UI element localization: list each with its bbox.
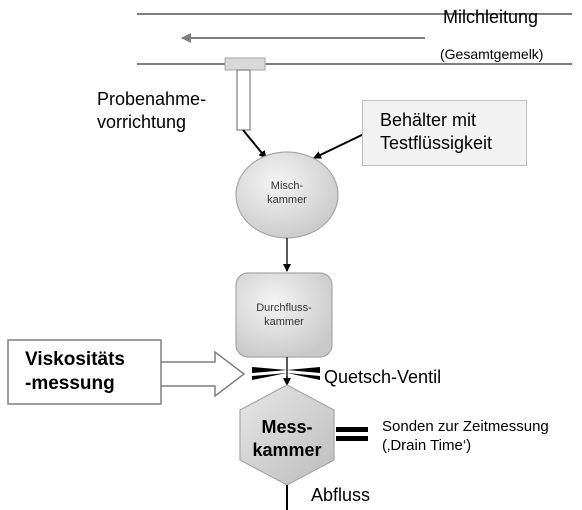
pinch-valve-label: Quetsch-Ventil	[324, 367, 442, 387]
probe-bar-bottom	[336, 436, 368, 441]
viscosity-arrow	[159, 350, 246, 398]
flow-chamber-label: Durchfluss- kammer	[240, 302, 328, 330]
container-to-mixing-arrow	[313, 132, 367, 159]
test-liquid-container: Behälter mit Testflüssigkeit	[362, 100, 527, 166]
sampling-device-tube	[236, 69, 251, 131]
sampling-device-head	[224, 57, 266, 71]
mixing-chamber-label: Misch- kammer	[247, 180, 327, 208]
sampling-device-label: Probenahme- vorrichtung	[97, 88, 206, 133]
measuring-chamber-label: Mess- kammer	[245, 416, 329, 461]
flow-chamber	[235, 272, 333, 358]
sampling-to-mixing-arrow	[242, 129, 267, 159]
measuring-label-line2: kammer	[252, 439, 322, 460]
pinch-valve	[252, 367, 320, 380]
probes-label: Sonden zur Zeitmessung (‚Drain Time‘)	[382, 418, 549, 456]
flow-label-line2: kammer	[264, 315, 304, 328]
probes-label-line2: (‚Drain Time‘)	[382, 436, 472, 454]
viscosity-box	[7, 339, 162, 405]
viscosity-label-line2: -messung	[25, 372, 115, 394]
milk-line-sub-label: (Gesamtgemelk)	[440, 46, 544, 62]
viscosity-label: Viskositäts -messung	[25, 348, 125, 396]
measuring-label-line1: Mess-	[261, 417, 313, 437]
probe-bar-top	[336, 427, 368, 432]
sampling-label-line2: vorrichtung	[97, 111, 187, 132]
sampling-label-line1: Probenahme-	[97, 89, 207, 109]
flow-label-line1: Durchfluss-	[256, 302, 312, 314]
mixing-label-line2: kammer	[267, 193, 307, 206]
drain-label: Abfluss	[311, 485, 371, 505]
mixing-label-line1: Misch-	[270, 180, 304, 192]
container-label-line1: Behälter mit	[380, 110, 477, 130]
viscosity-label-line1: Viskositäts	[25, 349, 125, 370]
probes-label-line1: Sonden zur Zeitmessung	[382, 418, 549, 435]
container-label-line2: Testflüssigkeit	[380, 132, 493, 153]
milk-line-label: Milchleitung	[443, 7, 539, 27]
